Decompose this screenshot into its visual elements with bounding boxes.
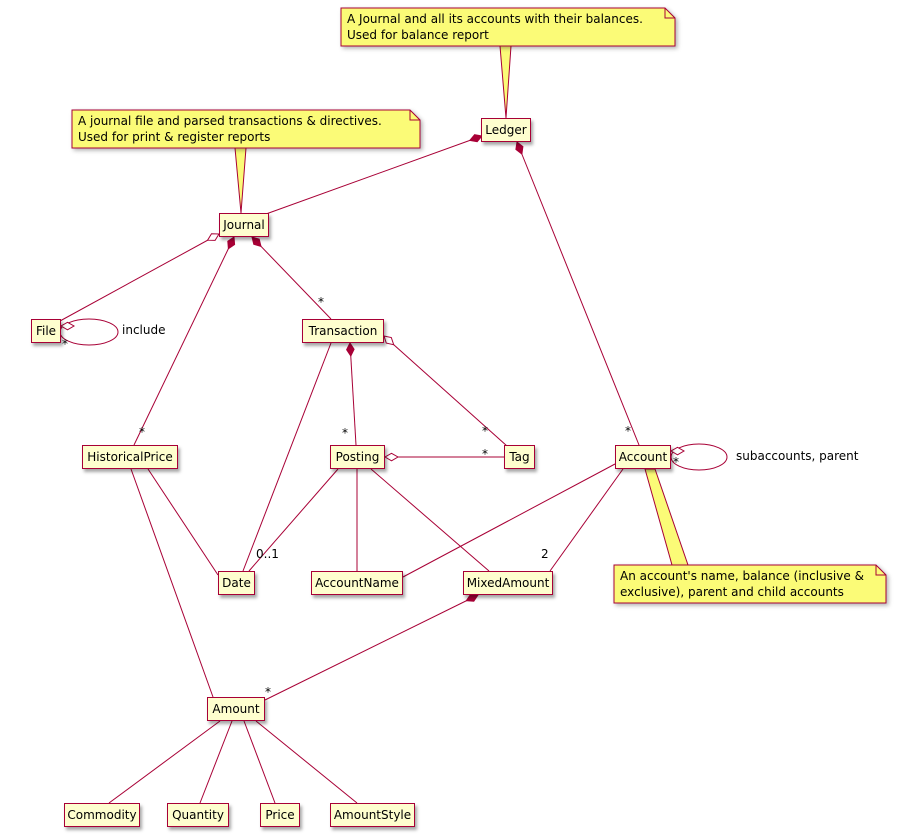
class-node-file-label: File [35,324,57,338]
class-node-account-name-label: AccountName [315,576,399,590]
class-node-date-label: Date [222,576,251,590]
class-node-transaction-label: Transaction [308,324,378,338]
edge-ledger-account-diamond-icon [515,141,524,156]
edge-historicalprice-amount [130,468,214,698]
class-node-amount-style: AmountStyle [330,803,415,827]
class-node-quantity-label: Quantity [172,808,224,822]
class-node-account: Account [615,445,671,469]
note-ledger-line-2: Used for balance report [347,28,489,42]
class-node-ledger: Ledger [481,118,531,142]
edge-historicalprice-date [147,468,219,576]
edge-transaction-date [242,342,332,572]
edge-journal-transaction [251,236,332,320]
account-subaccounts-loop [670,443,728,471]
note-journal-line-2: Used for print & register reports [78,130,271,144]
note-account-fold-icon [875,565,886,576]
class-node-tag: Tag [504,445,535,469]
class-node-file: File [31,319,61,343]
class-node-price-label: Price [265,808,295,822]
note-journal [71,109,421,149]
edge-mixedamount-amount-diamond-icon [465,593,479,602]
edge-ledger-journal [265,135,483,215]
edge-journal-file-diamond-icon [206,233,220,241]
class-node-quantity: Quantity [167,803,229,827]
note-ledger-text: A Journal and all its accounts with thei… [341,8,675,46]
class-node-amount-label: Amount [212,702,260,716]
ledger-account-multiplicity: * [625,424,631,438]
note-journal-pointer [234,147,247,214]
posting-date-multiplicity: 0..1 [256,547,279,561]
note-journal-line-1: A journal file and parsed transactions &… [78,114,382,128]
account-loop-multiplicity: * [673,455,679,469]
class-node-mixed-amount: MixedAmount [463,571,553,595]
file-loop-multiplicity: * [62,337,68,351]
class-node-price: Price [260,803,300,827]
posting-tag-multiplicity: * [482,447,488,461]
mixedamount-amount-multiplicity: * [265,685,271,699]
edge-transaction-posting-diamond-icon [346,342,355,357]
edge-transaction-tag [383,335,508,447]
class-node-historical-price-label: HistoricalPrice [87,450,173,464]
class-node-tag-label: Tag [509,450,530,464]
class-node-account-label: Account [618,450,668,464]
edge-ledger-journal-diamond-icon [468,134,483,143]
class-node-ledger-label: Ledger [485,123,527,137]
journal-historicalprice-multiplicity: * [139,425,145,439]
edge-amount-commodity [108,720,221,804]
class-node-amount: Amount [207,697,265,721]
note-account-text: An account's name, balance (inclusive & e… [614,565,886,603]
journal-transaction-multiplicity: * [318,295,324,309]
class-node-posting: Posting [330,445,385,469]
class-node-journal: Journal [219,213,269,237]
note-journal-text: A journal file and parsed transactions &… [72,110,420,148]
edge-journal-historicalprice-diamond-icon [227,236,236,250]
file-include-loop-diamond-icon [59,321,76,331]
subaccounts-label: subaccounts, parent [736,449,859,463]
edge-transaction-tag-diamond-icon [383,335,395,346]
edge-amount-amountstyle [255,720,358,804]
note-account-pointer [644,468,689,566]
class-node-historical-price: HistoricalPrice [82,445,178,469]
edge-amount-quantity [199,720,233,804]
edge-journal-transaction-diamond-icon [251,236,262,248]
note-ledger [340,7,676,47]
note-account [613,564,887,604]
class-node-commodity-label: Commodity [67,808,137,822]
account-subaccounts-loop-diamond-icon [669,446,686,456]
class-node-amount-style-label: AmountStyle [333,808,412,822]
note-ledger-line-1: A Journal and all its accounts with thei… [347,12,643,26]
class-node-mixed-amount-label: MixedAmount [466,576,550,590]
edge-transaction-posting [349,342,357,446]
transaction-tag-multiplicity: * [482,424,488,438]
account-mixedamount-multiplicity: 2 [541,547,549,561]
class-node-posting-label: Posting [335,450,380,464]
class-node-transaction: Transaction [302,319,384,343]
edge-journal-historicalprice [133,236,235,446]
edge-posting-tag-diamond-icon [383,452,400,462]
note-journal-fold-icon [409,110,420,121]
edge-posting-date [248,468,339,572]
note-account-line-1: An account's name, balance (inclusive & [620,569,864,583]
note-account-line-2: exclusive), parent and child accounts [620,585,844,599]
edge-amount-price [243,720,276,804]
class-node-commodity: Commodity [64,803,140,827]
edge-account-mixedamount [549,468,624,572]
class-node-date: Date [218,571,255,595]
include-label: include [122,323,166,337]
note-ledger-pointer [499,45,512,119]
edge-mixedamount-amount [264,594,479,701]
edge-ledger-account [516,141,640,446]
edge-posting-mixedamount [370,468,490,572]
transaction-posting-multiplicity: * [342,426,348,440]
edge-account-accountname [402,463,616,578]
edge-journal-file [59,233,220,322]
class-node-journal-label: Journal [223,218,265,232]
note-ledger-fold-icon [664,8,675,19]
class-node-account-name: AccountName [311,571,403,595]
